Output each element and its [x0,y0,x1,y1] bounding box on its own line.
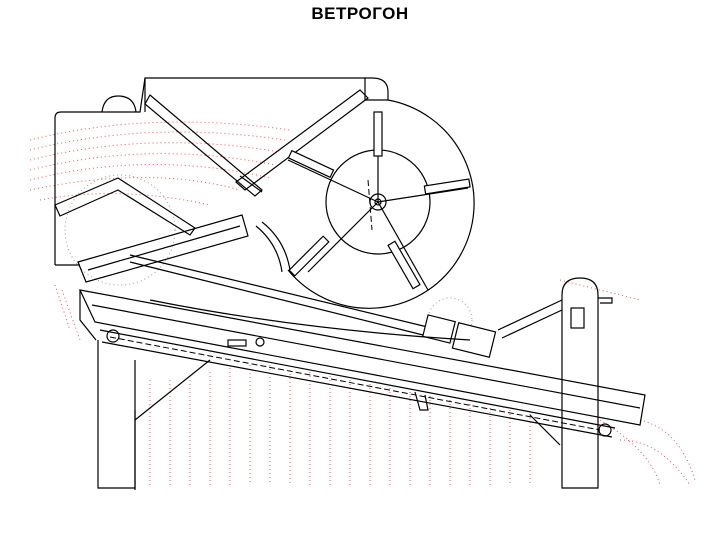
fittings [227,337,429,411]
fan [255,99,475,309]
airflow-dots [29,121,696,486]
diagram-title: ВЕТРОГОН [311,4,409,23]
feed-trough [77,214,249,283]
support-frame [97,277,613,490]
baffles [54,89,369,236]
fan-blades [287,111,471,291]
drive-cylinder [129,254,497,358]
conveyor [78,289,646,438]
